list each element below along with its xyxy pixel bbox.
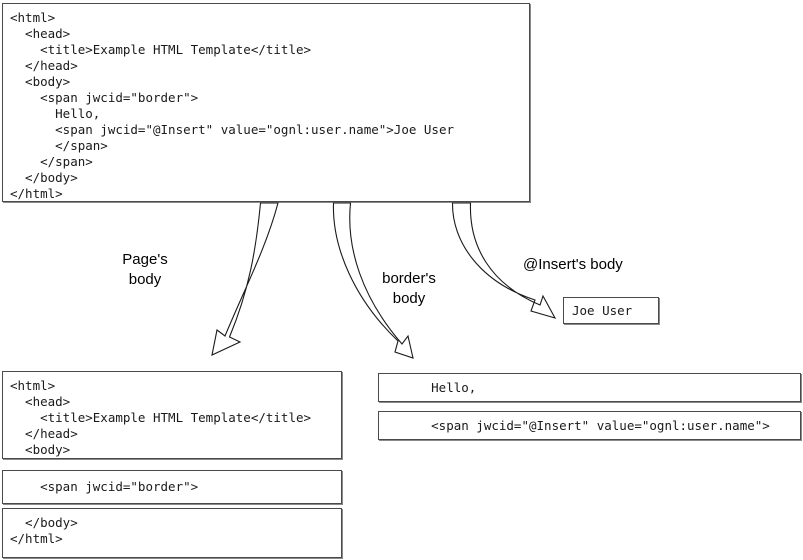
source-template-box: <html> <head> <title>Example HTML Templa… bbox=[2, 3, 530, 202]
arrow-label-page-body: Page's body bbox=[95, 250, 195, 290]
border-body-fragment-box-2: <span jwcid="@Insert" value="ognl:user.n… bbox=[378, 411, 801, 440]
arrow-label-page-body-line2: body bbox=[128, 271, 162, 288]
arrow-label-insert-body-line1: @Insert's body bbox=[523, 256, 623, 273]
arrow-label-border-body: border's body bbox=[359, 269, 459, 309]
border-body-fragment-code-1: Hello, bbox=[386, 380, 477, 395]
page-body-fragment-box-1: <html> <head> <title>Example HTML Templa… bbox=[2, 371, 342, 459]
source-template-code: <html> <head> <title>Example HTML Templa… bbox=[10, 10, 455, 201]
page-body-fragment-code-1: <html> <head> <title>Example HTML Templa… bbox=[10, 378, 312, 457]
page-body-fragment-box-3: </body> </html> bbox=[2, 508, 342, 558]
insert-result-box: Joe User bbox=[563, 297, 659, 324]
arrow-label-insert-body: @Insert's body bbox=[523, 255, 623, 275]
insert-result-code: Joe User bbox=[572, 303, 633, 318]
page-body-fragment-box-2: <span jwcid="border"> bbox=[2, 470, 342, 504]
arrow-label-page-body-line1: Page's bbox=[122, 251, 168, 268]
page-body-fragment-code-2: <span jwcid="border"> bbox=[10, 479, 199, 494]
arrow-label-border-body-line2: body bbox=[392, 290, 426, 307]
arrow-label-border-body-line1: border's bbox=[382, 270, 436, 287]
border-body-fragment-box-1: Hello, bbox=[378, 373, 801, 402]
page-body-fragment-code-3: </body> </html> bbox=[10, 515, 78, 546]
border-body-fragment-code-2: <span jwcid="@Insert" value="ognl:user.n… bbox=[386, 418, 770, 433]
arrow-page-body bbox=[211, 202, 279, 356]
